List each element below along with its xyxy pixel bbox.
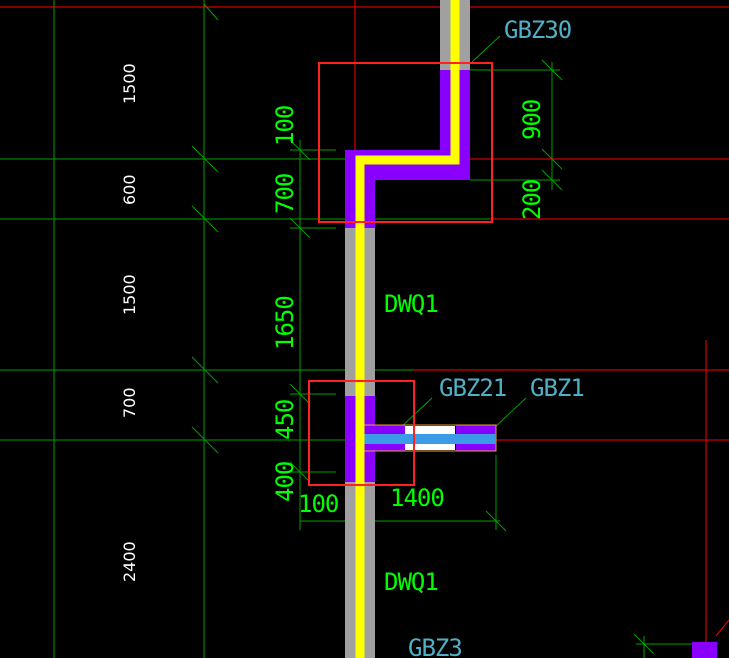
label-dwq1-upper[interactable]: DWQ1 — [384, 290, 439, 318]
dim-text-700: 700 — [271, 174, 299, 214]
label-dwq1-lower[interactable]: DWQ1 — [384, 568, 439, 596]
tick-4 — [191, 426, 219, 454]
tick-12 — [541, 169, 563, 191]
dim-text-400: 400 — [271, 462, 299, 502]
selection-box-gbz30[interactable] — [318, 62, 493, 223]
tick-2 — [191, 205, 219, 233]
row-dimensions: 1500 600 1500 700 2400 — [120, 63, 139, 582]
selection-box-gbz21[interactable] — [308, 380, 415, 486]
tick-6 — [289, 139, 311, 161]
label-gbz3[interactable]: GBZ3 — [408, 634, 463, 658]
row-dim-2: 600 — [120, 174, 139, 205]
highlight-wall-centreline[interactable] — [355, 0, 460, 658]
label-gbz1[interactable]: GBZ1 — [530, 374, 585, 402]
label-gbz21[interactable]: GBZ21 — [439, 374, 507, 402]
tick-3 — [191, 356, 219, 384]
tick-14 — [633, 633, 655, 655]
element-labels: GBZ30 DWQ1 GBZ21 GBZ1 DWQ1 GBZ3 — [384, 16, 585, 658]
tick-1 — [191, 145, 219, 173]
dim-text-200: 200 — [518, 180, 546, 220]
row-dim-5: 2400 — [120, 541, 139, 582]
tick-7 — [289, 217, 311, 239]
leader-gbz1 — [493, 397, 527, 429]
dim-text-1650: 1650 — [271, 296, 299, 350]
tick-8 — [289, 383, 311, 405]
tick-9 — [289, 461, 311, 483]
tick-10 — [541, 59, 563, 81]
selection-boxes — [308, 62, 493, 486]
label-gbz30[interactable]: GBZ30 — [504, 16, 572, 44]
dim-text-900: 900 — [518, 100, 546, 140]
tick-5 — [203, 3, 219, 21]
row-dim-1: 1500 — [120, 63, 139, 104]
leader-gbz30 — [471, 35, 501, 63]
beam-blue-line — [361, 434, 496, 444]
row-dim-3: 1500 — [120, 274, 139, 315]
column-dimensions: 100 700 1650 450 400 100 1400 900 200 — [271, 100, 546, 518]
dim-text-100-bottom: 100 — [298, 490, 338, 518]
column-gbz3 — [692, 642, 717, 658]
dim-text-1400: 1400 — [390, 484, 444, 512]
dim-text-450: 450 — [271, 400, 299, 440]
dim-text-100-top: 100 — [271, 106, 299, 146]
leader-gbz21 — [399, 397, 433, 429]
axis-line-diag — [715, 619, 729, 637]
row-dim-4: 700 — [120, 387, 139, 418]
tick-13 — [485, 510, 507, 532]
